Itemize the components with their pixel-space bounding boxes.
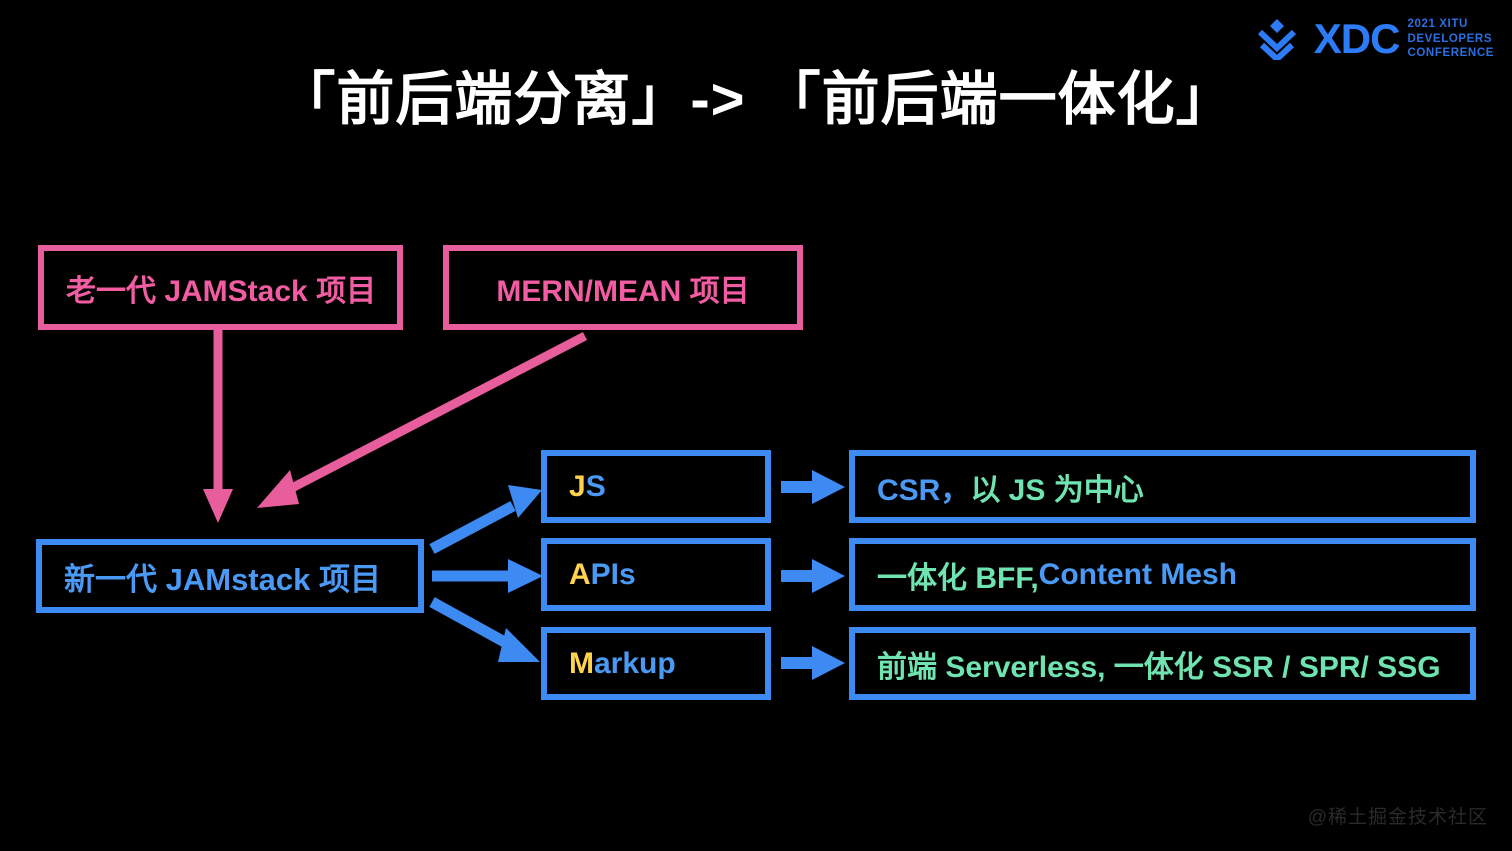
arrow-apis-to-bff [781, 559, 845, 593]
xdc-subtitle-line3: CONFERENCE [1407, 47, 1494, 60]
box-pillar-js-rest: S [585, 469, 606, 503]
brand-wordmark: XDC 2021 XITU DEVELOPERS CONFERENCE [1314, 17, 1494, 60]
arrow-new-to-markup [429, 597, 540, 662]
arrow-old-jamstack-to-new [203, 330, 233, 523]
box-pillar-apis-initial: A [569, 557, 591, 591]
box-pillar-js-initial: J [569, 469, 586, 503]
xdc-subtitle: 2021 XITU DEVELOPERS CONFERENCE [1407, 17, 1494, 60]
box-outcome-serverless-part-1: 前端 Serverless, 一体化 SSR / SPR/ SSG [877, 650, 1441, 684]
page-title: 「前后端分离」-> 「前后端一体化」 [277, 67, 1235, 132]
box-old-jamstack[interactable]: 老一代 JAMStack 项目 [38, 245, 403, 330]
box-old-jamstack-label: 老一代 JAMStack 项目 [66, 274, 377, 308]
box-outcome-csr-part-2: 以 JS 为中心 [970, 473, 1144, 507]
box-new-jamstack-label: 新一代 JAMstack 项目 [64, 561, 381, 597]
arrow-new-to-js [429, 485, 542, 554]
box-pillar-markup-initial: M [569, 646, 594, 680]
box-mern-mean-label: MERN/MEAN 项目 [496, 274, 750, 308]
watermark: @稀土掘金技术社区 [1307, 807, 1488, 828]
xdc-subtitle-line1: 2021 XITU [1407, 18, 1468, 31]
arrow-markup-to-serverless [781, 646, 845, 680]
box-pillar-markup-rest: arkup [594, 646, 676, 680]
box-outcome-bff-part-1: 一体化 BFF, [877, 561, 1039, 595]
box-outcome-csr[interactable]: CSR，以 JS 为中心 [849, 450, 1476, 523]
box-outcome-csr-part-1: CSR， [877, 473, 971, 507]
xdc-text: XDC [1313, 15, 1401, 62]
box-outcome-bff[interactable]: 一体化 BFF, Content Mesh [849, 538, 1476, 611]
box-mern-mean[interactable]: MERN/MEAN 项目 [443, 245, 803, 330]
arrow-new-to-apis [432, 559, 543, 593]
box-outcome-serverless[interactable]: 前端 Serverless, 一体化 SSR / SPR/ SSG [849, 627, 1476, 700]
xdc-subtitle-line2: DEVELOPERS [1407, 32, 1493, 45]
box-new-jamstack[interactable]: 新一代 JAMstack 项目 [36, 539, 424, 613]
arrow-js-to-csr [781, 470, 845, 504]
box-outcome-bff-part-2: Content Mesh [1038, 557, 1237, 591]
arrow-mern-mean-to-new [257, 332, 588, 508]
brand-logo: XDC 2021 XITU DEVELOPERS CONFERENCE [1254, 10, 1494, 68]
xdc-chevron-diamond-icon [1257, 19, 1296, 60]
box-pillar-apis-rest: PIs [590, 557, 636, 591]
